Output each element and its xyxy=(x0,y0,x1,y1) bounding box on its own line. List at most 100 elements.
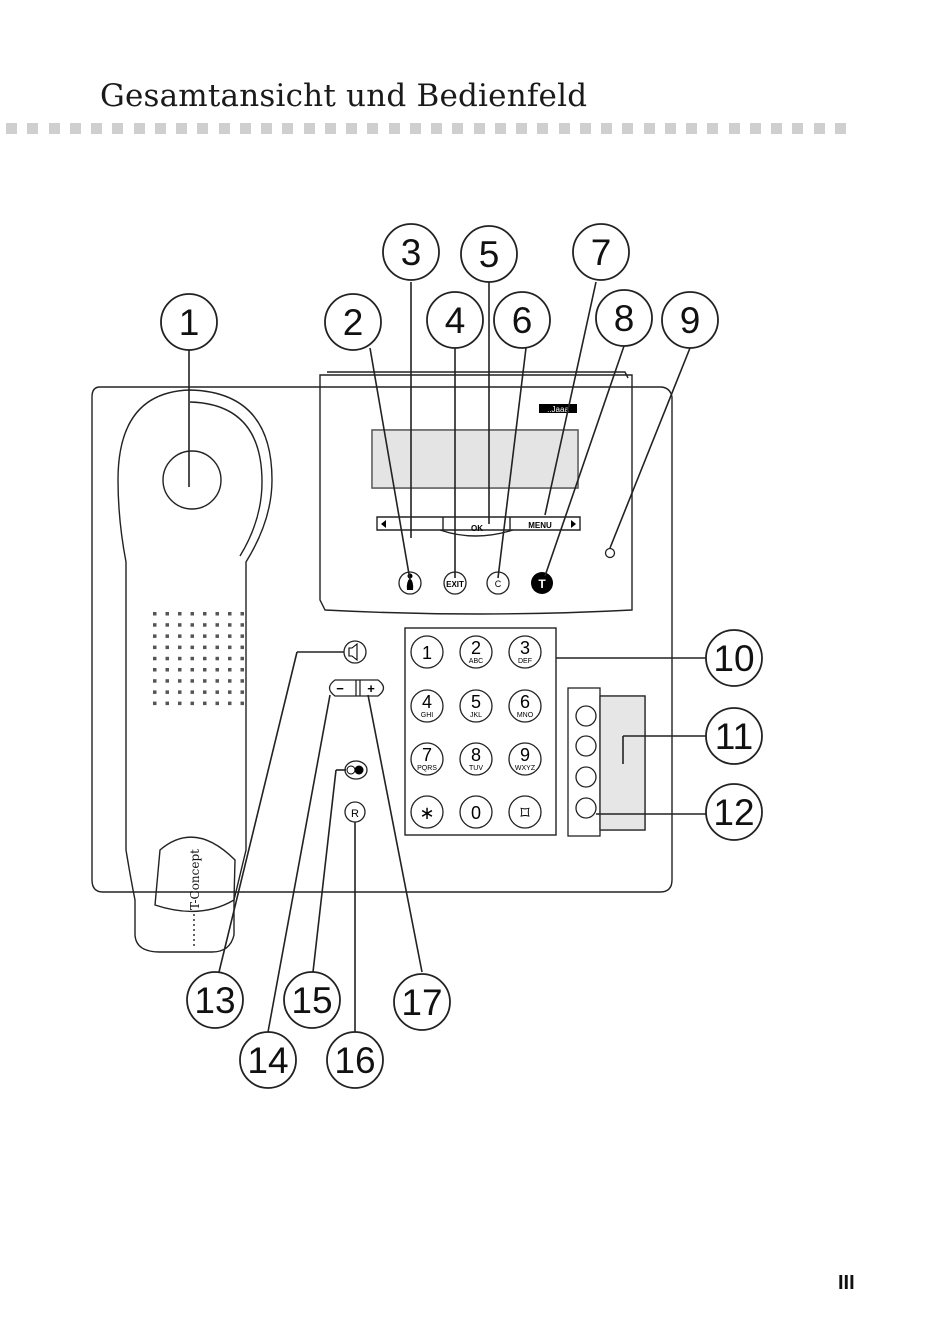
volume-minus-label: − xyxy=(336,681,344,696)
clear-button-label: C xyxy=(495,579,502,589)
grille-hole xyxy=(203,634,207,638)
softkey-ok-label: OK xyxy=(471,524,483,533)
speaker-button[interactable] xyxy=(344,641,366,663)
grille-hole xyxy=(166,612,170,616)
keypad-key[interactable]: ⌑ xyxy=(509,796,541,828)
grille-hole xyxy=(166,679,170,683)
callout-number: 5 xyxy=(479,234,500,275)
grille-hole xyxy=(178,646,182,650)
keypad-key-letters: TUV xyxy=(469,765,483,772)
keypad-key[interactable]: 1 xyxy=(411,636,443,668)
microphone-grille xyxy=(153,612,244,705)
keypad-key-digit: 3 xyxy=(520,638,530,658)
keypad-key-digit: 5 xyxy=(471,692,481,712)
grille-hole xyxy=(153,679,157,683)
grille-hole xyxy=(153,690,157,694)
redial-button-label: R xyxy=(351,808,359,820)
grille-hole xyxy=(191,612,195,616)
grille-hole xyxy=(216,668,220,672)
callout-number: 6 xyxy=(512,300,533,341)
destination-key[interactable] xyxy=(576,706,596,726)
keypad-key-digit: 0 xyxy=(471,803,481,823)
grille-hole xyxy=(216,657,220,661)
grille-hole xyxy=(241,623,245,627)
grille-hole xyxy=(153,646,157,650)
grille-hole xyxy=(178,668,182,672)
earpiece xyxy=(163,451,221,509)
callout-number: 15 xyxy=(291,980,332,1021)
grille-hole xyxy=(178,623,182,627)
brand-label: T-Concept xyxy=(188,849,202,910)
grille-hole xyxy=(203,623,207,627)
grille-hole xyxy=(216,690,220,694)
destination-key-panel xyxy=(568,688,600,836)
softkey-menu-label: MENU xyxy=(528,521,552,530)
grille-hole xyxy=(153,612,157,616)
grille-hole xyxy=(216,702,220,706)
grille-hole xyxy=(153,623,157,627)
exit-button-label: EXIT xyxy=(446,580,464,589)
grille-hole xyxy=(191,646,195,650)
grille-hole xyxy=(191,657,195,661)
grille-hole xyxy=(228,646,232,650)
grille-hole xyxy=(178,690,182,694)
grille-hole xyxy=(216,679,220,683)
callout-number: 7 xyxy=(591,232,612,273)
destination-key[interactable] xyxy=(576,798,596,818)
keypad-key-letters: JKL xyxy=(470,712,482,719)
t-key-icon: T xyxy=(538,577,546,591)
callout-number: 17 xyxy=(401,982,442,1023)
callout-number: 3 xyxy=(401,232,422,273)
grille-hole xyxy=(228,690,232,694)
keypad-key-digit: 4 xyxy=(422,692,432,712)
grille-hole xyxy=(191,634,195,638)
callout-number: 12 xyxy=(713,792,754,833)
grille-hole xyxy=(216,646,220,650)
grille-hole xyxy=(228,623,232,627)
grille-hole xyxy=(216,634,220,638)
keypad-key-digit: 8 xyxy=(471,745,481,765)
grille-hole xyxy=(241,702,245,706)
destination-key[interactable] xyxy=(576,736,596,756)
grille-hole xyxy=(166,668,170,672)
grille-hole xyxy=(228,679,232,683)
grille-hole xyxy=(153,702,157,706)
keypad-key-digit: ⌑ xyxy=(520,803,530,823)
keypad-key-digit: 2 xyxy=(471,638,481,658)
grille-hole xyxy=(191,623,195,627)
grille-hole xyxy=(153,657,157,661)
grille-hole xyxy=(153,668,157,672)
grille-hole xyxy=(241,646,245,650)
callout-number: 1 xyxy=(179,302,200,343)
keypad-key[interactable]: ∗ xyxy=(411,796,443,828)
grille-hole xyxy=(216,612,220,616)
grille-hole xyxy=(203,690,207,694)
grille-hole xyxy=(228,612,232,616)
callout-number: 13 xyxy=(194,980,235,1021)
grille-hole xyxy=(216,623,220,627)
grille-hole xyxy=(241,657,245,661)
keypad-key[interactable]: 0 xyxy=(460,796,492,828)
destination-key[interactable] xyxy=(576,767,596,787)
speaker-icon xyxy=(349,644,357,660)
grille-hole xyxy=(191,702,195,706)
grille-hole xyxy=(178,634,182,638)
grille-hole xyxy=(178,657,182,661)
keypad-key-letters: PQRS xyxy=(417,765,437,772)
grille-hole xyxy=(228,634,232,638)
keypad-key-digit: ∗ xyxy=(419,803,434,823)
keypad-key-letters: MNO xyxy=(517,712,534,719)
callout-number: 9 xyxy=(680,300,701,341)
grille-hole xyxy=(241,668,245,672)
keypad-key-digit: 7 xyxy=(422,745,432,765)
